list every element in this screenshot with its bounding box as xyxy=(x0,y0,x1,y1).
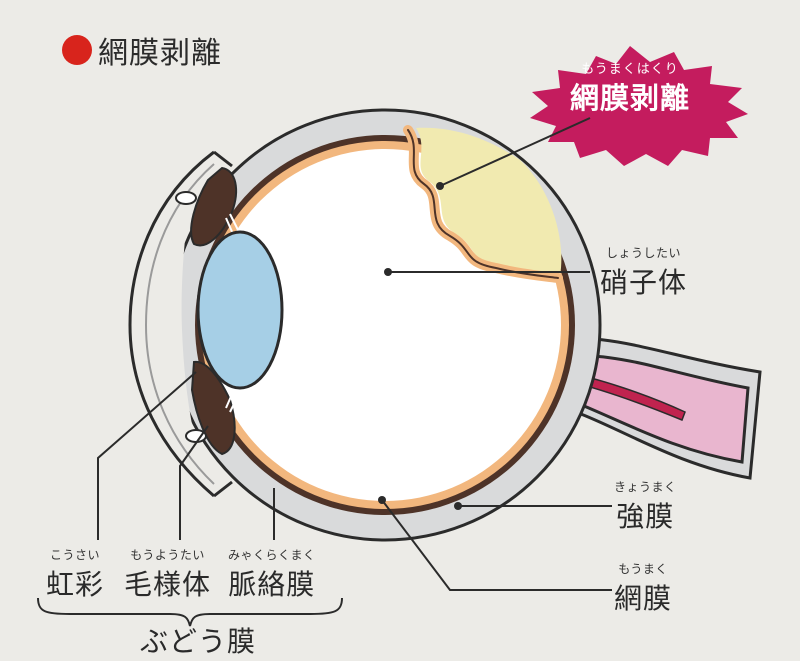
label-ciliary-ruby: もうようたい xyxy=(130,548,205,562)
callout-label: 網膜剥離 xyxy=(569,81,690,115)
label-choroid-text: 脈絡膜 xyxy=(228,568,316,601)
label-iris-text: 虹彩 xyxy=(46,568,105,601)
label-vitreous: しょうしたい 硝子体 xyxy=(600,244,687,301)
retina-pointer xyxy=(378,496,386,504)
label-vitreous-ruby: しょうしたい xyxy=(606,246,682,260)
detach-pointer xyxy=(436,182,444,190)
page-title: 網膜剥離 xyxy=(62,28,222,72)
sclera-front-top xyxy=(213,150,233,168)
cornea-inner xyxy=(144,163,215,485)
label-iris-ruby: こうさい xyxy=(50,548,101,562)
label-sclera-text: 強膜 xyxy=(616,500,675,533)
label-sclera: きょうまく 強膜 xyxy=(614,478,677,535)
sclera-front-bottom xyxy=(213,480,233,498)
label-sclera-ruby: きょうまく xyxy=(614,480,677,494)
cornea xyxy=(128,150,215,498)
detachment-callout: もうまくはくり 網膜剥離 xyxy=(540,58,720,117)
label-choroid-ruby: みゃくらくまく xyxy=(228,548,316,562)
label-retina-ruby: もうまく xyxy=(618,562,668,576)
label-retina-text: 網膜 xyxy=(614,582,673,615)
sclera-pointer xyxy=(454,502,462,510)
uvea-brace xyxy=(37,597,343,627)
label-uvea: ぶどう膜 xyxy=(140,625,257,658)
callout-burst xyxy=(530,46,748,166)
label-iris: こうさい 虹彩 xyxy=(46,546,104,603)
callout-ruby: もうまくはくり xyxy=(581,62,679,77)
label-vitreous-text: 硝子体 xyxy=(600,266,688,299)
iris-upper xyxy=(190,166,238,247)
title-bullet xyxy=(62,35,92,65)
label-retina: もうまく 網膜 xyxy=(614,560,672,617)
label-ciliary-text: 毛様体 xyxy=(124,568,212,601)
label-choroid: みゃくらくまく 脈絡膜 xyxy=(228,546,316,603)
label-ciliary: もうようたい 毛様体 xyxy=(124,546,211,603)
leader-lines xyxy=(97,117,612,591)
lens xyxy=(196,230,284,390)
title-text: 網膜剥離 xyxy=(98,36,222,71)
detached-area xyxy=(416,127,562,276)
canal-upper xyxy=(175,191,197,205)
vitreous-pointer xyxy=(384,268,392,276)
